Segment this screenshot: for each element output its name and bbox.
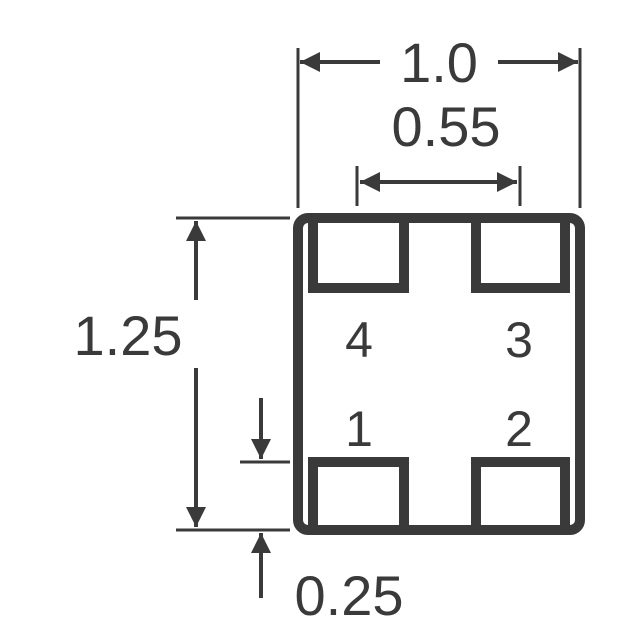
pad-1 [308,457,409,530]
package-outline [293,213,585,535]
height-dimension-label: 1.25 [74,304,183,367]
pad-3 [471,218,570,293]
pin-3-label: 3 [505,312,533,368]
pin-2-label: 2 [505,401,533,457]
pad-4 [308,218,409,293]
width-dimension-label: 1.0 [400,31,478,94]
pad-height-dimension-label: 0.25 [295,564,404,627]
pitch-dimension-label: 0.55 [392,95,501,158]
pad-2 [471,457,570,530]
pin-1-label: 1 [345,401,373,457]
pin-4-label: 4 [345,312,373,368]
